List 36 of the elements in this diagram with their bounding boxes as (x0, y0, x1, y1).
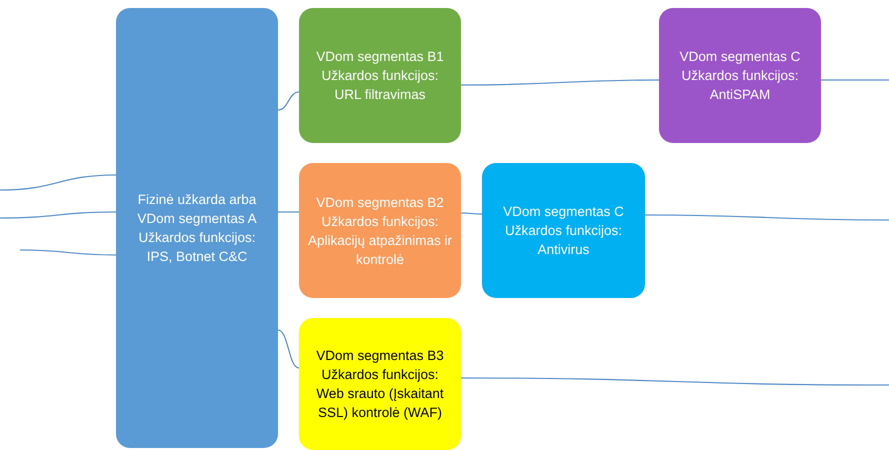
flow-line (0, 174, 116, 191)
segment-text: Užkardos funkcijos: (681, 67, 799, 85)
flow-line (821, 79, 889, 81)
segment-text: IPS, Botnet C&C (146, 248, 248, 266)
segment-text: Užkardos funkcijos: (321, 366, 439, 384)
flow-line (461, 212, 482, 215)
segment-box (299, 163, 461, 298)
segment-text: VDom segmentas A (137, 210, 257, 228)
flow-line (645, 214, 889, 221)
segment-text: VDom segmentas B2 (316, 194, 444, 212)
segment-text: AntiSPAM (710, 86, 770, 104)
flow-line (278, 329, 300, 369)
segment-box (659, 8, 821, 143)
segment-text: Fizinė užkarda arba (138, 191, 256, 209)
segment-text: VDom segmentas B3 (316, 347, 444, 365)
segment-text: Web srauto (Įskaitant SSL) kontrolė (WAF) (315, 385, 445, 422)
flow-line (461, 377, 889, 386)
segment-text: URL filtravimas (334, 86, 426, 104)
segment-box (116, 8, 278, 448)
segment-text: Užkardos funkcijos: (504, 222, 622, 240)
segment-text: Užkardos funkcijos: (138, 229, 256, 247)
segment-text: Aplikacijų atpažinimas ir kontrolė (307, 232, 453, 268)
segment-text: Užkardos funkcijos: (321, 212, 439, 230)
segment-text: Antivirus (538, 241, 590, 259)
segment-text: VDom segmentas B1 (316, 48, 444, 66)
flow-line (0, 211, 116, 219)
segment-text: Užkardos funkcijos: (321, 67, 439, 85)
flow-line (278, 91, 300, 111)
segment-box (482, 163, 645, 298)
segment-text: VDom segmentas C (680, 48, 800, 66)
segment-box (299, 318, 461, 450)
flow-line (461, 79, 659, 86)
segment-text: VDom segmentas C (503, 203, 624, 221)
flow-line (20, 249, 116, 256)
flow-line (278, 211, 299, 213)
segment-box (299, 8, 461, 143)
